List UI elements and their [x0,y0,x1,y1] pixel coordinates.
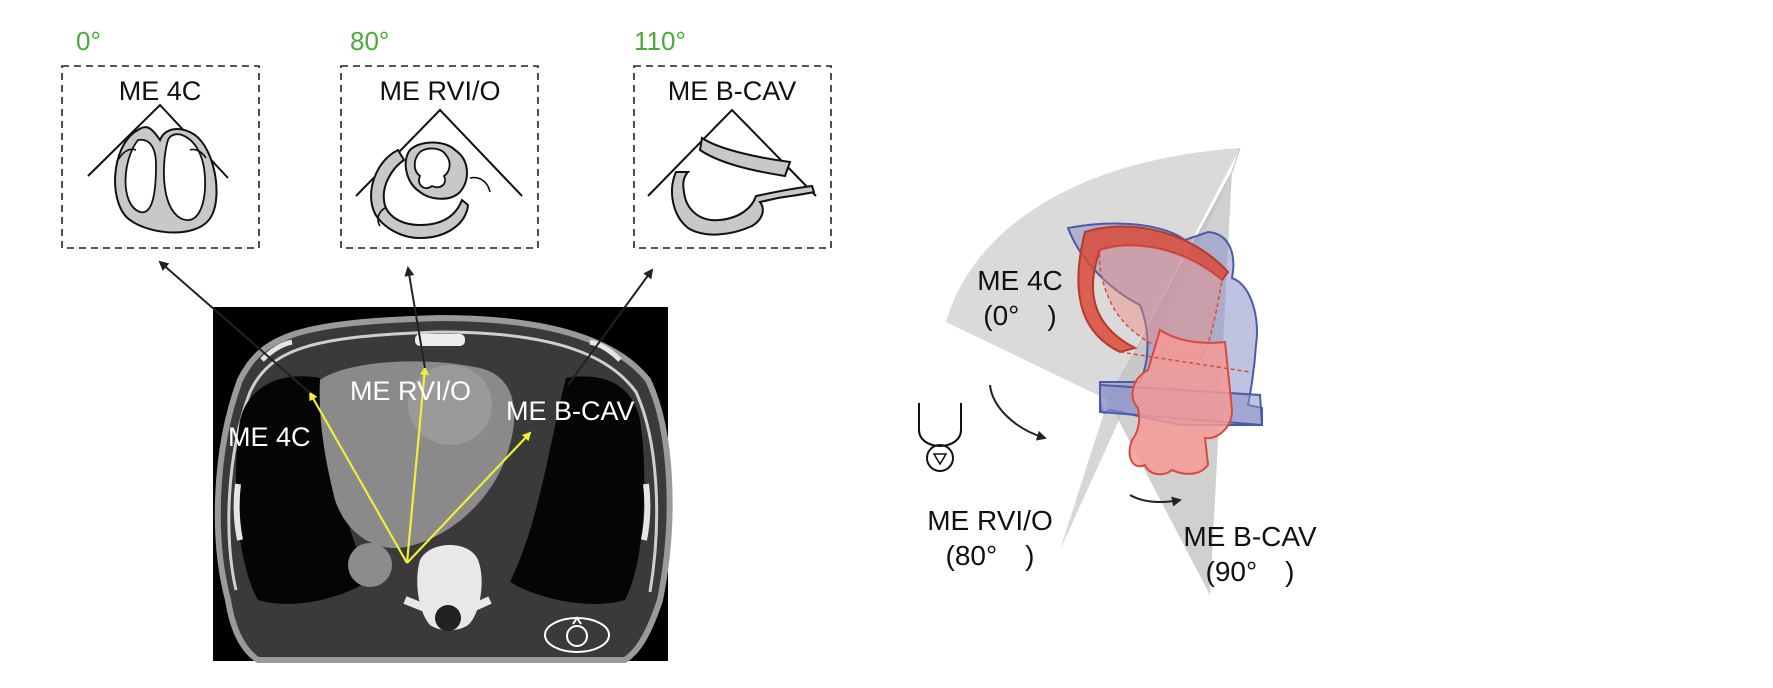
ct-label-bcav: ME B-CAV [506,396,635,426]
ct-axial-image [213,307,673,663]
rotation-label-me4c-angle: (0° ) [983,300,1056,331]
rotation-label-rvio-name: ME RVI/O [927,505,1053,536]
beam-arrow-rvio [405,366,429,564]
panel-frame [340,65,539,249]
rotation-diagram: ME 4C (0° ) ME RVI/O (80° ) ME B-CAV (90… [918,147,1317,595]
ct-label-rvio: ME RVI/O [350,376,471,406]
pointer-arrow-bcav [567,268,654,386]
view-label: ME RVI/O [379,76,500,106]
view-label: ME 4C [119,76,202,106]
me4c-heart-sketch [87,103,229,234]
pointer-arrow-rvio [404,266,426,369]
ct-beam-arrows [309,366,532,564]
red-heart-model [1077,225,1251,476]
beam-arrow-me4c [309,391,408,564]
probe-icon [918,403,962,472]
rotation-arrow-upper [989,384,1047,441]
panel-frame [633,65,832,249]
ct-label-me4c: ME 4C [228,422,311,452]
view-angle: 110° [634,26,686,56]
bcav-heart-sketch [647,108,817,236]
panel-frame [61,65,260,249]
view-angle: 80° [350,26,389,56]
rotation-label-bcav-angle: (90° ) [1206,556,1295,587]
rotation-arrow-lower [1129,494,1182,507]
view-panel-bcav: 110° ME B-CAV [633,26,832,249]
panel-pointer-arrows [158,260,654,394]
view-angle: 0° [76,26,101,56]
rotation-label-rvio-angle: (80° ) [946,540,1035,571]
rotation-label-bcav-name: ME B-CAV [1183,521,1317,552]
view-label: ME B-CAV [668,76,797,106]
view-panel-rvio: 80° ME RVI/O [340,26,539,249]
view-panel-me4c: 0° ME 4C [61,26,260,249]
rvio-heart-sketch [355,108,523,240]
beam-arrow-bcav [406,431,532,564]
pointer-arrow-me4c [158,260,311,394]
rotation-label-me4c-name: ME 4C [977,265,1063,296]
